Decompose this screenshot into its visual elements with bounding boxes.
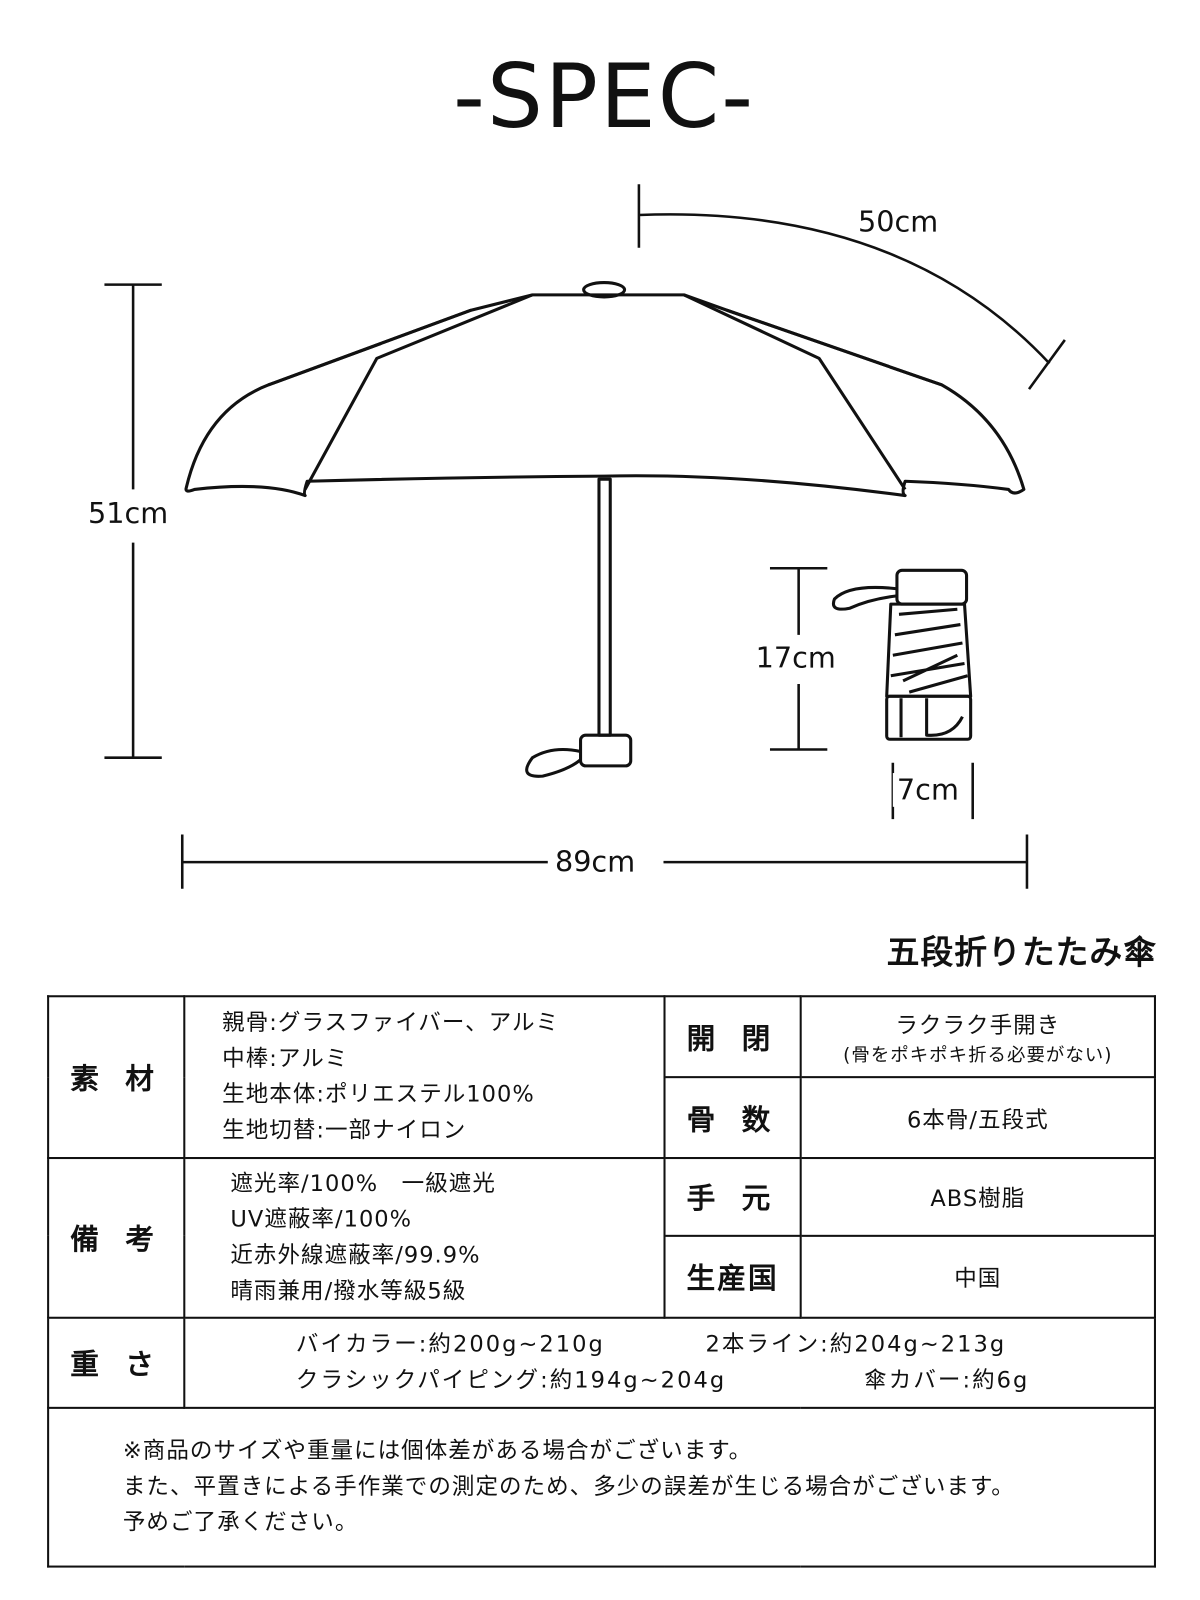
spec-table: 素 材 親骨:グラスファイバー、アルミ中棒:アルミ生地本体:ポリエステル100%… bbox=[47, 995, 1156, 1568]
umbrella-diagram bbox=[104, 184, 1066, 889]
page-title: -SPEC- bbox=[453, 46, 756, 149]
dimension-folded-length-label: 17cm bbox=[749, 640, 842, 675]
table-row: 素 材 親骨:グラスファイバー、アルミ中棒:アルミ生地本体:ポリエステル100%… bbox=[47, 995, 1156, 1160]
dimension-arc-label: 50cm bbox=[851, 204, 945, 239]
dimension-folded-width-label: 7cm bbox=[892, 773, 963, 807]
open-close-label: 開 閉 bbox=[663, 995, 802, 1079]
dimension-lines bbox=[104, 184, 1066, 889]
material-label: 素 材 bbox=[47, 995, 186, 1160]
origin-label: 生産国 bbox=[663, 1234, 802, 1319]
folded-umbrella-drawing bbox=[831, 568, 973, 741]
dimension-width-label: 89cm bbox=[548, 844, 642, 879]
origin-value: 中国 bbox=[799, 1234, 1156, 1319]
handle-value: ABS樹脂 bbox=[799, 1157, 1156, 1237]
handle-label: 手 元 bbox=[663, 1157, 802, 1237]
dimension-height-label: 51cm bbox=[81, 496, 175, 531]
material-value: 親骨:グラスファイバー、アルミ中棒:アルミ生地本体:ポリエステル100%生地切替… bbox=[183, 995, 666, 1160]
table-row: ※商品のサイズや重量には個体差がある場合がございます。また、平置きによる手作業で… bbox=[47, 1406, 1156, 1568]
weight-label: 重 さ bbox=[47, 1316, 186, 1409]
table-row: 生産国 中国 bbox=[48, 1234, 1156, 1319]
ribs-label: 骨 数 bbox=[663, 1076, 802, 1160]
open-umbrella-drawing bbox=[184, 281, 1026, 778]
ribs-value: 6本骨/五段式 bbox=[799, 1076, 1156, 1160]
open-close-value: ラクラク手開き(骨をポキポキ折る必要がない) bbox=[799, 995, 1156, 1079]
fold-type-heading: 五段折りたたみ傘 bbox=[886, 932, 1158, 972]
remarks-label: 備 考 bbox=[47, 1157, 186, 1319]
disclaimer-note: ※商品のサイズや重量には個体差がある場合がございます。また、平置きによる手作業で… bbox=[47, 1406, 1156, 1568]
table-row: 骨 数 6本骨/五段式 bbox=[48, 1076, 1156, 1160]
